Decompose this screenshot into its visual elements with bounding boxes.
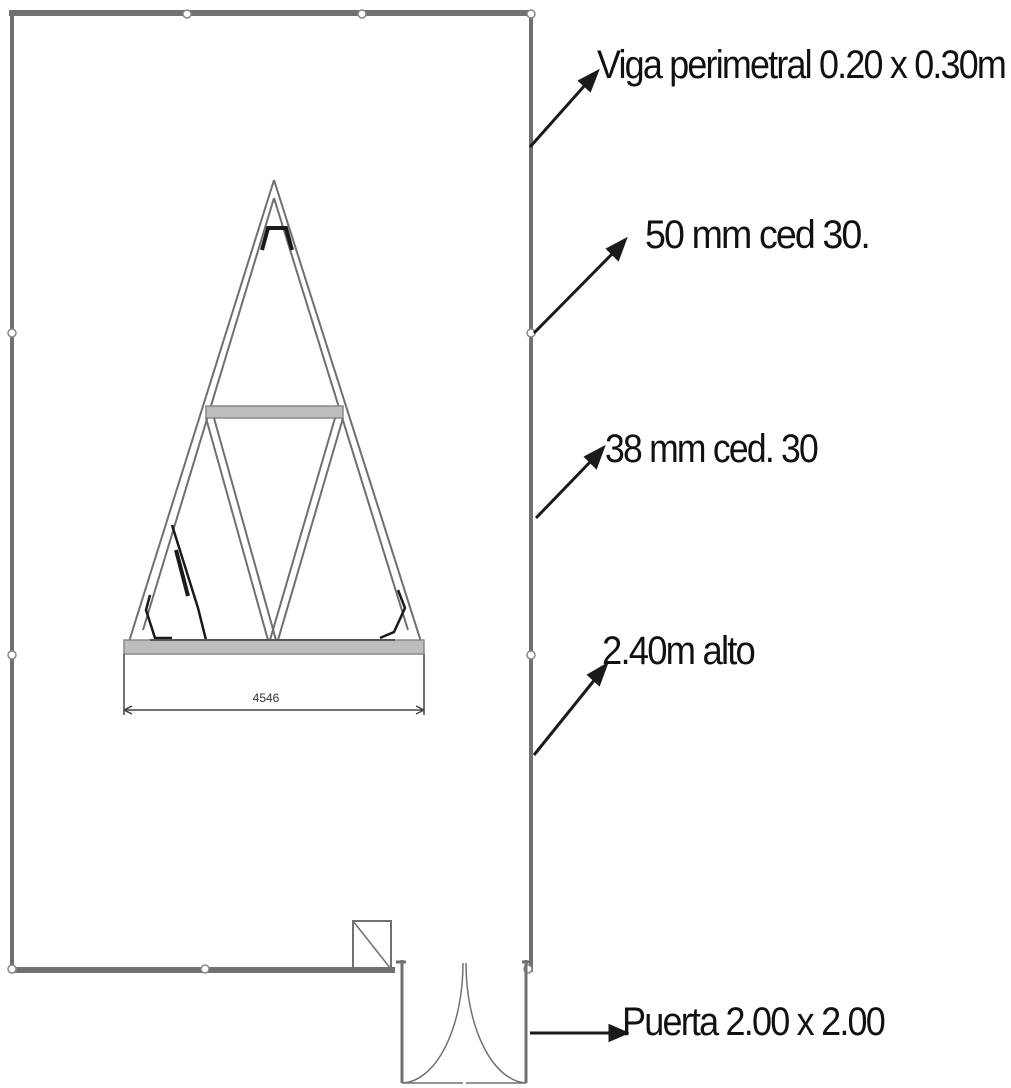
perimeter-walls [9,10,534,973]
door-swing-right [465,962,527,1084]
column-marker [182,9,192,19]
arrow-head [577,68,600,93]
column-marker [526,650,536,660]
truss-tie-bar [205,405,344,419]
door-column-diagonal [352,920,392,970]
truss-diagonal [205,417,269,641]
arrow-pipe-50 [532,250,616,335]
truss [123,179,425,655]
truss-left-brace [170,524,208,641]
label-pipe-38: 38 mm ced. 30 [605,427,818,471]
dimension-tick-left [123,705,133,715]
arrow-height [532,677,598,756]
column-marker [7,328,17,338]
door-swing-left [401,962,464,1084]
truss-dimension-value: 4546 [253,691,280,705]
truss-right-outer [273,179,424,649]
arrow-head [583,444,606,470]
label-perimeter-beam: Viga perimetral 0.20 x 0.30m [597,43,1005,87]
truss-left-brace-2 [174,549,190,597]
door-column-box [352,920,392,972]
dimension-tick-right [415,705,425,715]
column-marker [7,964,17,974]
arrow-pipe-38 [534,458,594,520]
column-marker [7,650,17,660]
truss-diagonal [277,417,344,641]
truss-dimension [123,654,425,715]
truss-base-bar [123,639,425,655]
column-marker [526,328,536,338]
arrow-head [586,661,609,687]
truss-right-foot [379,589,407,640]
truss-diagonal [269,417,336,641]
label-door: Puerta 2.00 x 2.00 [622,1000,885,1044]
arrow-head [608,1023,630,1043]
label-height: 2.40m alto [602,629,755,673]
column-marker [200,964,210,974]
column-markers [7,9,536,974]
door [352,920,531,1084]
column-marker [526,9,536,19]
truss-left-foot [144,594,172,640]
truss-left-outer [126,179,275,649]
truss-diagonal [213,417,277,641]
arrow-head [605,236,628,262]
label-pipe-50: 50 mm ced 30. [645,213,869,257]
column-marker [357,9,367,19]
truss-apex-bracket [260,226,294,251]
leader-arrows [528,68,630,1043]
arrow-perimeter-beam [528,83,588,148]
